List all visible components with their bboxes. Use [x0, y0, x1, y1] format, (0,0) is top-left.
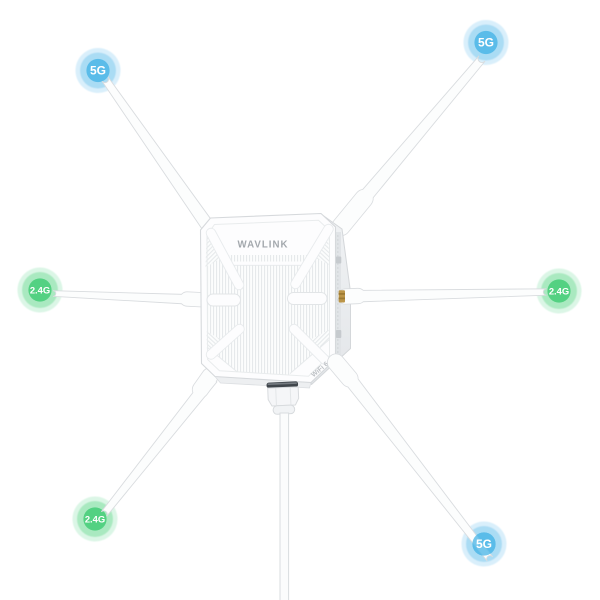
svg-text:2.4G: 2.4G: [549, 286, 569, 297]
svg-text:2.4G: 2.4G: [30, 285, 50, 296]
svg-text:5G: 5G: [476, 537, 492, 551]
svg-text:2.4G: 2.4G: [85, 514, 105, 525]
svg-text:5G: 5G: [478, 36, 494, 50]
svg-text:5G: 5G: [90, 64, 106, 78]
svg-text:WAVLINK: WAVLINK: [238, 239, 289, 250]
